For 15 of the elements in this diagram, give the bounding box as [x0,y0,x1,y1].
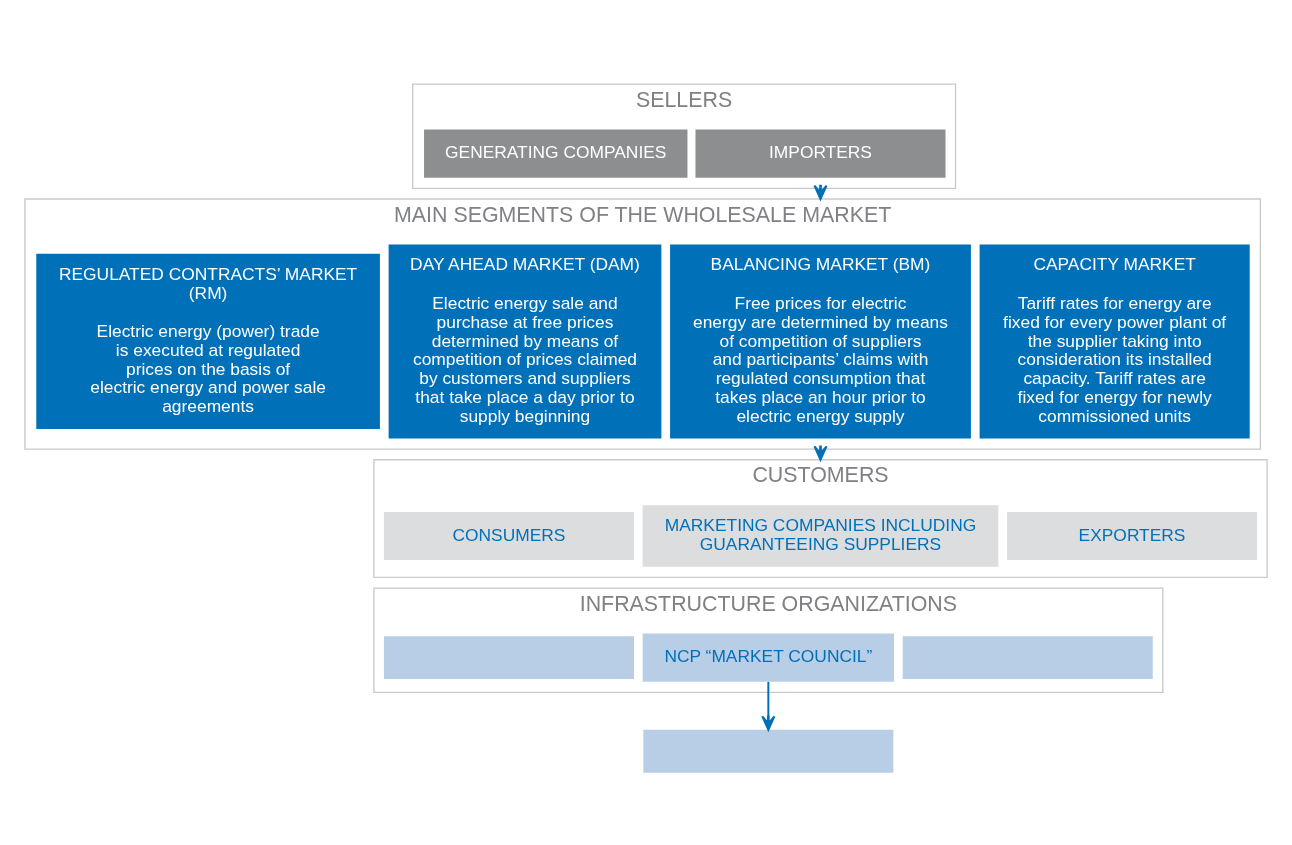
node-box: BALANCING MARKET (BM) Free prices for electric energy are determined by means of competition of suppliers and participants’ claims with regulated consumption that takes place an hour prior to electric energy supply [670,244,971,438]
node-box: CAPACITY MARKET Tariff rates for energy are fixed for every power plant of the supplier taking into consideration its installed capacity. Tariff rates are fixed for energy for newly commissioned units [979,244,1250,438]
node-box: IMPORTERS [695,129,946,178]
node-box: REGULATED CONTRACTS’ MARKET (RM) Electric energy (power) trade is executed at regulated prices on the basis of electric energy and power sale agreements [36,253,380,429]
node-box: GENERATING COMPANIES [424,129,688,178]
node-box: EXPORTERS [1007,511,1258,560]
node-box [902,635,1153,679]
node-box [383,635,634,679]
arrow [761,681,776,731]
node-box [643,729,894,773]
arrow [813,444,828,461]
node-box: NCP “MARKET COUNCIL” [642,633,895,682]
node-box: CONSUMERS [383,511,634,560]
node-box: DAY AHEAD MARKET (DAM) Electric energy sale and purchase at free prices determined by means of competition of prices claimed by customers and suppliers that take place a day prior to supply beginning [388,244,662,438]
node-box: MARKETING COMPANIES INCLUDING GUARANTEEING SUPPLIERS [642,504,999,567]
